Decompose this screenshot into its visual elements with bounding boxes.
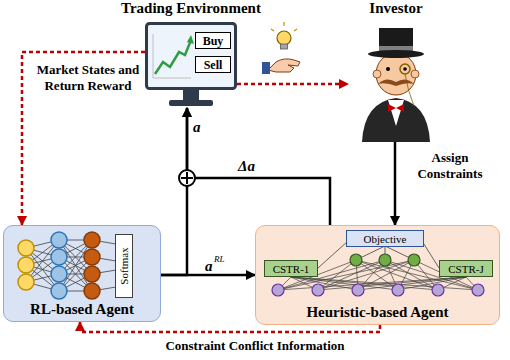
edge-label: a <box>205 257 213 275</box>
idea-hand-icon <box>262 22 300 74</box>
node-label: RL-based Agent <box>4 301 160 318</box>
softmax-box: Softmax <box>115 234 133 298</box>
node-label: Heuristic-based Agent <box>256 304 499 321</box>
edge-label: Constraint Conflict Information <box>140 338 370 354</box>
node-label: CSTR-1 <box>273 263 310 275</box>
flow-arrow <box>161 108 187 275</box>
node-label: Objective <box>364 233 407 245</box>
feedback-arrow <box>22 52 145 225</box>
node-title: Trading Environment <box>121 0 261 17</box>
rl-agent-box: RL-based Agent Softmax <box>3 225 161 322</box>
objective-box: Objective <box>346 230 424 247</box>
edge-label: Market States and Return Reward <box>34 62 142 93</box>
investor-icon <box>348 22 444 142</box>
superscript-label: RL <box>214 254 225 265</box>
heuristic-agent-box: Heuristic-based Agent ObjectiveCSTR-1 CSTR… <box>255 225 500 325</box>
flow-arrow <box>187 108 330 225</box>
edge-label: Assign Constraints <box>402 150 498 181</box>
node-label: Softmax <box>118 247 130 284</box>
flow-arrow <box>394 142 397 225</box>
sum-symbol <box>179 170 195 186</box>
edge-label: a <box>193 118 201 136</box>
node-label: Buy <box>203 33 224 48</box>
feedback-arrow <box>237 83 348 86</box>
monitor-node: Trading EnvironmentBuySell <box>145 22 237 108</box>
constraint-box: CSTR-J <box>439 260 493 277</box>
buy-button: Buy <box>195 32 231 49</box>
node-title: Investor <box>369 0 422 17</box>
node-label: CSTR-J <box>448 263 483 275</box>
node-label: Sell <box>204 57 223 72</box>
sell-button: Sell <box>195 56 231 73</box>
edge-label: Δa <box>238 157 255 175</box>
investor-node: Investor <box>348 22 444 142</box>
constraint-box: CSTR-1 <box>264 260 318 277</box>
